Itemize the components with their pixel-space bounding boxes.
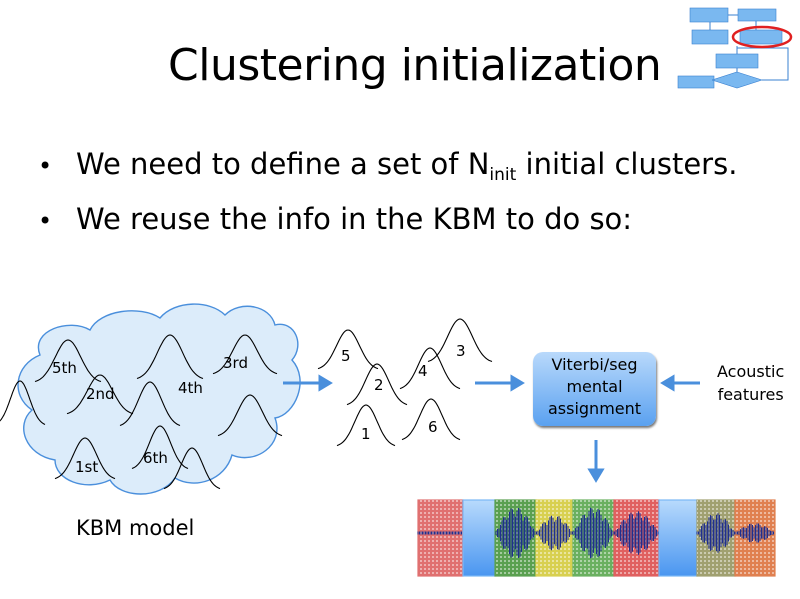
arrow-right-icon [283, 374, 333, 392]
bullet-text: We reuse the info in the KBM to do so: [76, 202, 633, 236]
bullet-icon: • [38, 152, 53, 180]
gaussian-curve [317, 329, 379, 370]
arrow-down-icon [587, 440, 605, 483]
gaussian-curve [217, 394, 283, 437]
kbm-label-4th: 4th [178, 379, 203, 397]
label-line: Acoustic [717, 362, 785, 381]
gaussian-curve [336, 404, 396, 447]
kbm-label-5th: 5th [52, 359, 77, 377]
bullet-text: We need to define a set of Ninit initial… [76, 147, 738, 185]
thumb-node [739, 29, 783, 45]
arrow-left-icon [660, 374, 700, 392]
thumb-node [677, 75, 715, 89]
cluster-label-6: 6 [428, 418, 438, 436]
segment-block [462, 499, 496, 577]
kbm-label-1st: 1st [75, 458, 98, 476]
cluster-label-4: 4 [418, 362, 428, 380]
cluster-label-3: 3 [456, 342, 466, 360]
bullet-icon: • [38, 207, 53, 235]
box-line: Viterbi/seg [551, 355, 638, 374]
gaussian-curve [54, 437, 116, 480]
cluster-label-5: 5 [341, 347, 351, 365]
gaussian-curve [163, 447, 221, 490]
bullet-item: • We need to define a set of Ninit initi… [38, 142, 737, 197]
viterbi-assignment-box: Viterbi/seg mental assignment [533, 352, 656, 426]
kbm-label-2nd: 2nd [86, 385, 115, 403]
gaussian-curve [131, 425, 189, 470]
gaussian-curve [0, 380, 46, 425]
segment-texture [418, 500, 463, 576]
bullet-item: • We reuse the info in the KBM to do so: [38, 197, 737, 243]
acoustic-features-label: Acoustic features [717, 360, 784, 406]
thumbnail-flowchart [677, 7, 793, 89]
cluster-label-1: 1 [361, 425, 371, 443]
slide-title: Clustering initialization [168, 40, 662, 91]
gaussian-curve [66, 374, 134, 415]
gaussian-curve [212, 334, 278, 375]
label-line: features [717, 385, 784, 404]
box-line: assignment [547, 399, 642, 418]
bullet-list: • We need to define a set of Ninit initi… [38, 142, 737, 243]
gaussian-curve [346, 363, 408, 406]
thumb-node [711, 71, 763, 89]
gaussian-curve [401, 398, 461, 441]
kbm-label-6th: 6th [143, 449, 168, 467]
highlight-ellipse [731, 25, 793, 49]
cluster-label-2: 2 [374, 376, 384, 394]
kbm-label-3rd: 3rd [223, 354, 248, 372]
gaussian-curve [34, 339, 102, 383]
kbm-cloud [17, 303, 301, 495]
box-line: mental [566, 377, 623, 396]
arrow-right-icon [475, 374, 525, 392]
gaussian-curve [399, 347, 461, 390]
kbm-caption: KBM model [76, 516, 195, 540]
gaussian-curve [119, 381, 181, 427]
gaussian-curve [136, 334, 204, 380]
gaussian-curve [427, 318, 493, 363]
segment-block [658, 499, 698, 577]
